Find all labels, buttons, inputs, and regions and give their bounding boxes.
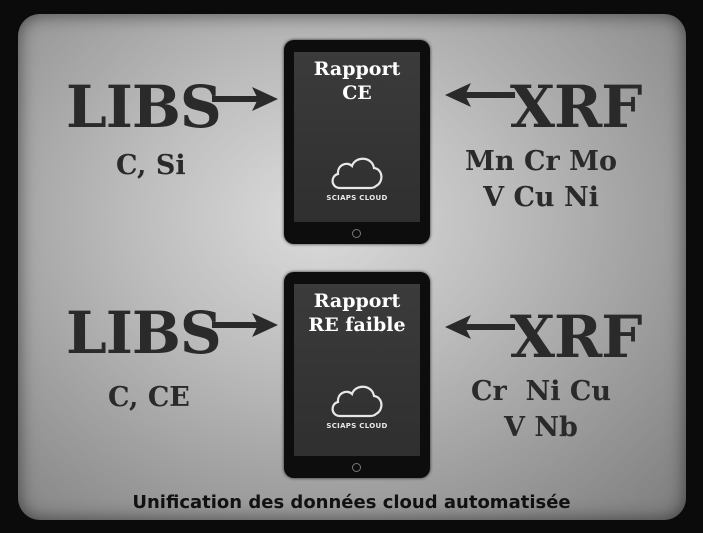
- xrf-title-2: XRF: [510, 303, 642, 371]
- arrow-left-icon: [445, 83, 515, 107]
- xrf-elements-1: Mn Cr Mo V Cu Ni: [438, 144, 644, 217]
- xrf-elements-2-line2: V Nb: [504, 412, 578, 444]
- libs-elements-2: C, CE: [108, 382, 190, 413]
- cloud-icon: [331, 157, 383, 190]
- libs-elements-1: C, Si: [116, 150, 186, 181]
- libs-title-2: LIBS: [66, 299, 222, 367]
- xrf-elements-1-line2: V Cu Ni: [483, 182, 599, 214]
- footer-caption: Unification des données cloud automatisé…: [132, 492, 571, 513]
- tablet-1: Rapport CE SCIAPS CLOUD: [284, 40, 430, 244]
- home-button-icon: [352, 229, 361, 238]
- report-title-line1: Rapport: [313, 290, 401, 312]
- report-title-1: Rapport CE: [294, 58, 420, 106]
- cloud-icon: [331, 385, 383, 418]
- report-title-2: Rapport RE faible: [294, 290, 420, 338]
- report-title-line1: Rapport: [313, 58, 401, 80]
- arrow-left-icon: [445, 315, 515, 339]
- xrf-title-1: XRF: [510, 73, 642, 141]
- report-title-line2: CE: [342, 81, 372, 104]
- cloud-label-1: SCIAPS CLOUD: [326, 194, 388, 202]
- tablet-2: Rapport RE faible SCIAPS CLOUD: [284, 272, 430, 478]
- xrf-elements-2-line1: Cr Ni Cu: [471, 376, 611, 407]
- report-title-line2: RE faible: [308, 313, 406, 336]
- home-button-icon: [352, 463, 361, 472]
- arrow-right-icon: [212, 313, 278, 337]
- libs-title-1: LIBS: [66, 73, 222, 141]
- arrow-right-icon: [212, 87, 278, 111]
- xrf-elements-2: Cr Ni Cu V Nb: [438, 374, 644, 447]
- cloud-label-2: SCIAPS CLOUD: [326, 422, 388, 430]
- tablet-screen-1: Rapport CE SCIAPS CLOUD: [294, 52, 420, 222]
- tablet-screen-2: Rapport RE faible SCIAPS CLOUD: [294, 284, 420, 456]
- xrf-elements-1-line1: Mn Cr Mo: [465, 146, 617, 177]
